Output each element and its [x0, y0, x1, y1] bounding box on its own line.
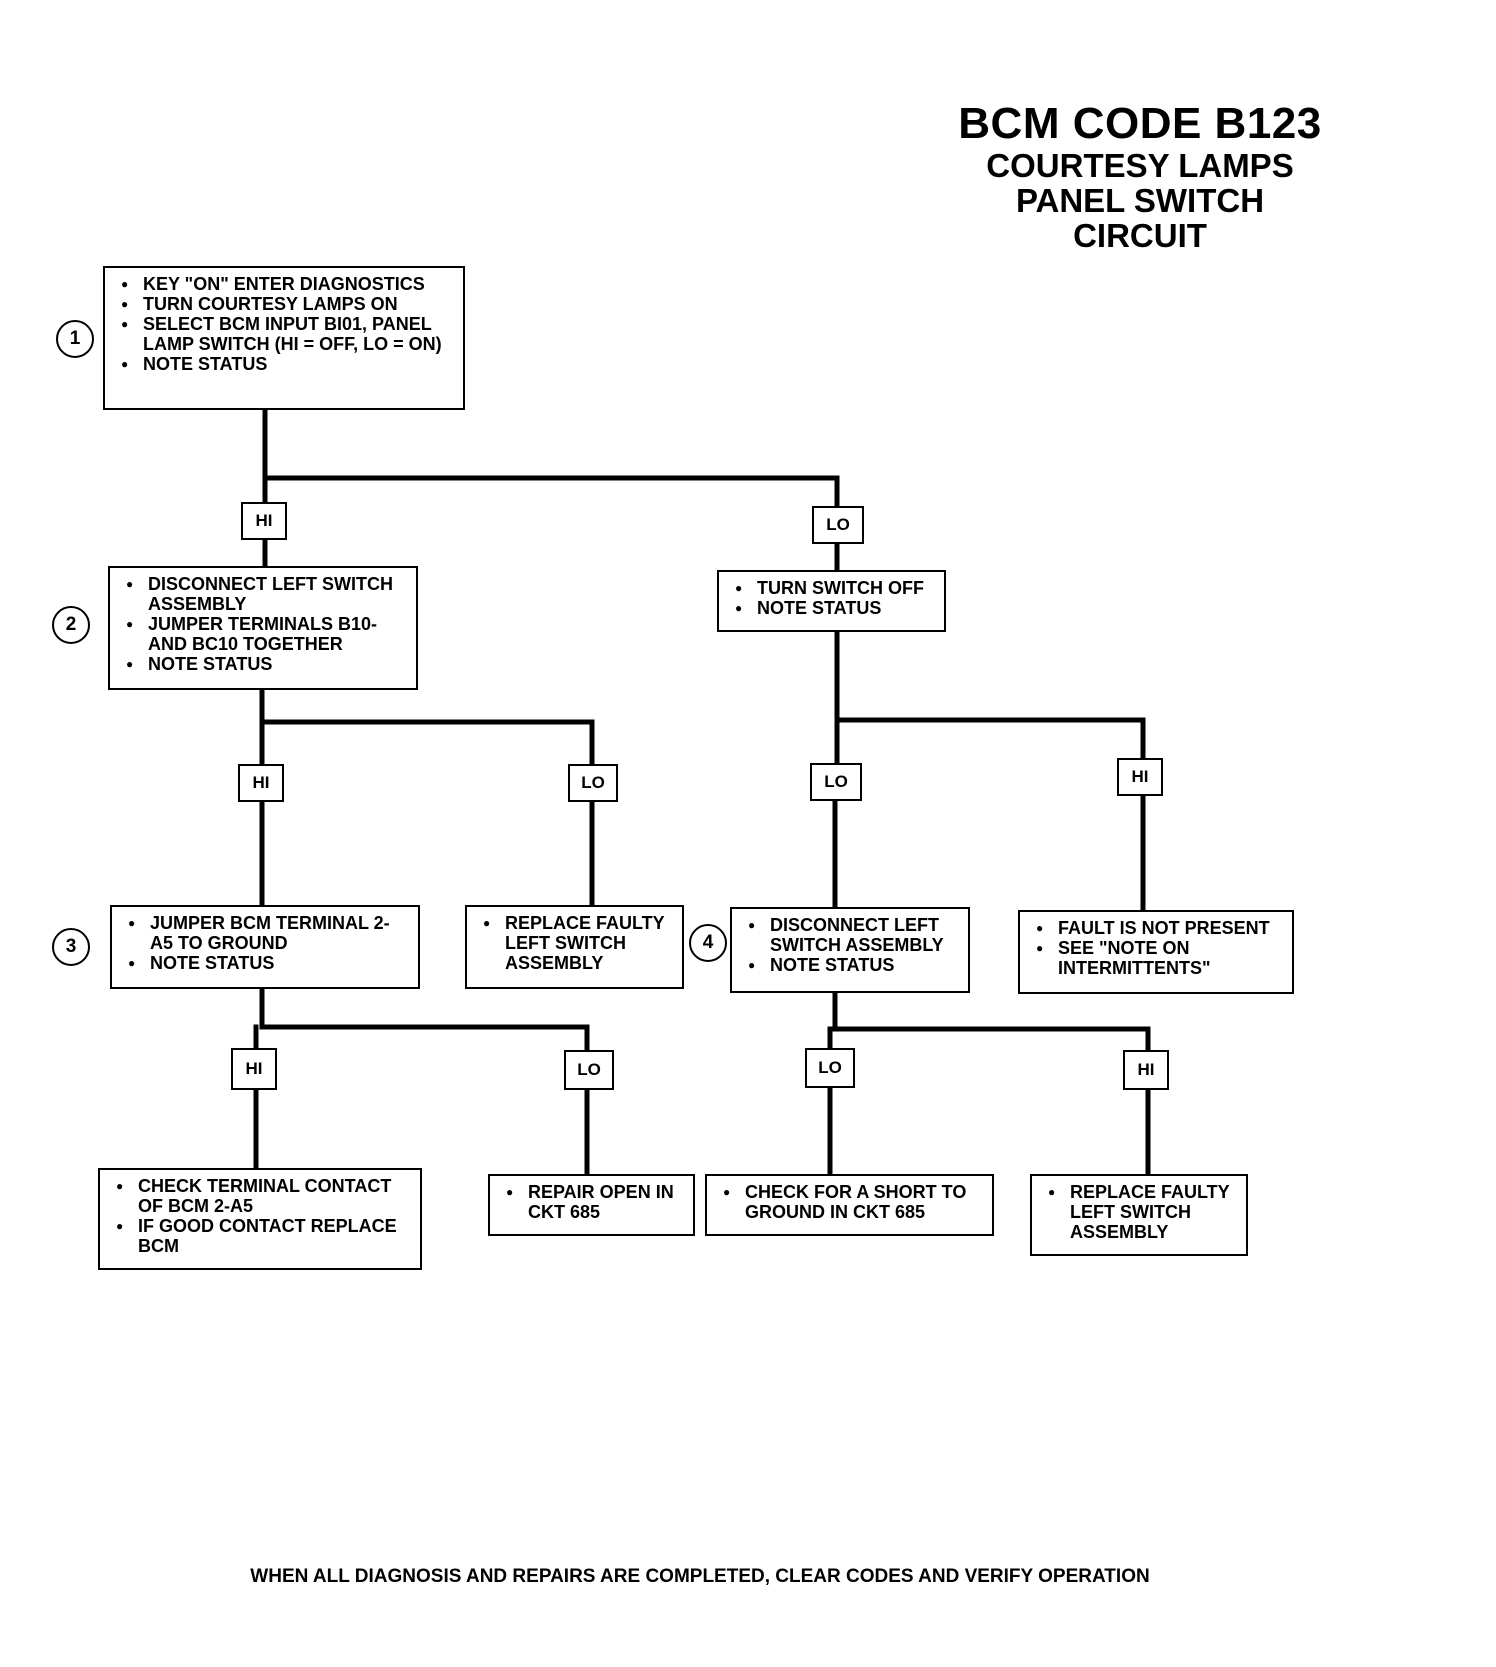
step-2-box: DISCONNECT LEFT SWITCH ASSEMBLY JUMPER T…: [108, 566, 418, 690]
fault-not-present-item-1: FAULT IS NOT PRESENT: [1030, 918, 1282, 938]
check-terminal-contact-item-1: CHECK TERMINAL CONTACT OF BCM 2-A5: [110, 1176, 410, 1216]
step-1-item-3: SELECT BCM INPUT BI01, PANEL LAMP SWITCH…: [115, 314, 453, 354]
step-2-item-3: NOTE STATUS: [120, 654, 406, 674]
step-marker-2: 2: [52, 606, 90, 644]
footer-note: WHEN ALL DIAGNOSIS AND REPAIRS ARE COMPL…: [250, 1566, 1150, 1587]
connector-4: [827, 990, 1151, 1055]
step-marker-3: 3: [52, 928, 90, 966]
step-1-item-1: KEY "ON" ENTER DIAGNOSTICS: [115, 274, 453, 294]
step-3-box: JUMPER BCM TERMINAL 2-A5 TO GROUND NOTE …: [110, 905, 420, 989]
result-tag-hi: HI: [231, 1048, 277, 1090]
subtitle-line-1: COURTESY LAMPS: [986, 147, 1294, 184]
title-block: BCM CODE B123 COURTESY LAMPS PANEL SWITC…: [900, 99, 1380, 254]
step-1-box: KEY "ON" ENTER DIAGNOSTICS TURN COURTESY…: [103, 266, 465, 410]
step-1-item-4: NOTE STATUS: [115, 354, 453, 374]
result-tag-lo: LO: [564, 1050, 614, 1090]
result-tag-lo: LO: [812, 506, 864, 544]
turn-switch-off-item-2: NOTE STATUS: [729, 598, 934, 618]
step-1-item-2: TURN COURTESY LAMPS ON: [115, 294, 453, 314]
connector-3: [253, 987, 590, 1055]
replace-faulty-switch-box: REPLACE FAULTY LEFT SWITCH ASSEMBLY: [465, 905, 684, 989]
connector-2r: [834, 629, 1146, 769]
result-tag-lo: LO: [568, 764, 618, 802]
result-tag-lo: LO: [810, 763, 862, 801]
page-title: BCM CODE B123: [958, 99, 1322, 148]
step-2-item-1: DISCONNECT LEFT SWITCH ASSEMBLY: [120, 574, 406, 614]
result-tag-lo: LO: [805, 1048, 855, 1088]
repair-open-item: REPAIR OPEN IN CKT 685: [500, 1182, 683, 1222]
subtitle-line-2: PANEL SWITCH: [1015, 182, 1265, 219]
step-4-item-2: NOTE STATUS: [742, 955, 958, 975]
subtitle-line-3: CIRCUIT: [1073, 217, 1207, 254]
replace-faulty-switch-box-2: REPLACE FAULTY LEFT SWITCH ASSEMBLY: [1030, 1174, 1248, 1256]
result-tag-hi: HI: [238, 764, 284, 802]
step-2-item-2: JUMPER TERMINALS B10- AND BC10 TOGETHER: [120, 614, 406, 654]
repair-open-box: REPAIR OPEN IN CKT 685: [488, 1174, 695, 1236]
step-4-box: DISCONNECT LEFT SWITCH ASSEMBLY NOTE STA…: [730, 907, 970, 993]
step-3-item-2: NOTE STATUS: [122, 953, 408, 973]
result-tag-hi: HI: [1117, 758, 1163, 796]
step-marker-4: 4: [689, 924, 727, 962]
connector-2: [259, 687, 595, 771]
check-short-item: CHECK FOR A SHORT TO GROUND IN CKT 685: [717, 1182, 982, 1222]
check-terminal-contact-item-2: IF GOOD CONTACT REPLACE BCM: [110, 1216, 410, 1256]
fault-not-present-item-2: SEE "NOTE ON INTERMITTENTS": [1030, 938, 1282, 978]
check-short-box: CHECK FOR A SHORT TO GROUND IN CKT 685: [705, 1174, 994, 1236]
step-marker-1: 1: [56, 320, 94, 358]
step-4-item-1: DISCONNECT LEFT SWITCH ASSEMBLY: [742, 915, 958, 955]
replace-faulty-switch-item: REPLACE FAULTY LEFT SWITCH ASSEMBLY: [477, 913, 672, 973]
step-3-item-1: JUMPER BCM TERMINAL 2-A5 TO GROUND: [122, 913, 408, 953]
turn-switch-off-item-1: TURN SWITCH OFF: [729, 578, 934, 598]
result-tag-hi: HI: [1123, 1050, 1169, 1090]
result-tag-hi: HI: [241, 502, 287, 540]
turn-switch-off-box: TURN SWITCH OFF NOTE STATUS: [717, 570, 946, 632]
check-terminal-contact-box: CHECK TERMINAL CONTACT OF BCM 2-A5 IF GO…: [98, 1168, 422, 1270]
fault-not-present-box: FAULT IS NOT PRESENT SEE "NOTE ON INTERM…: [1018, 910, 1294, 994]
connector-1: [262, 407, 840, 513]
replace-faulty-switch-item-2: REPLACE FAULTY LEFT SWITCH ASSEMBLY: [1042, 1182, 1236, 1242]
